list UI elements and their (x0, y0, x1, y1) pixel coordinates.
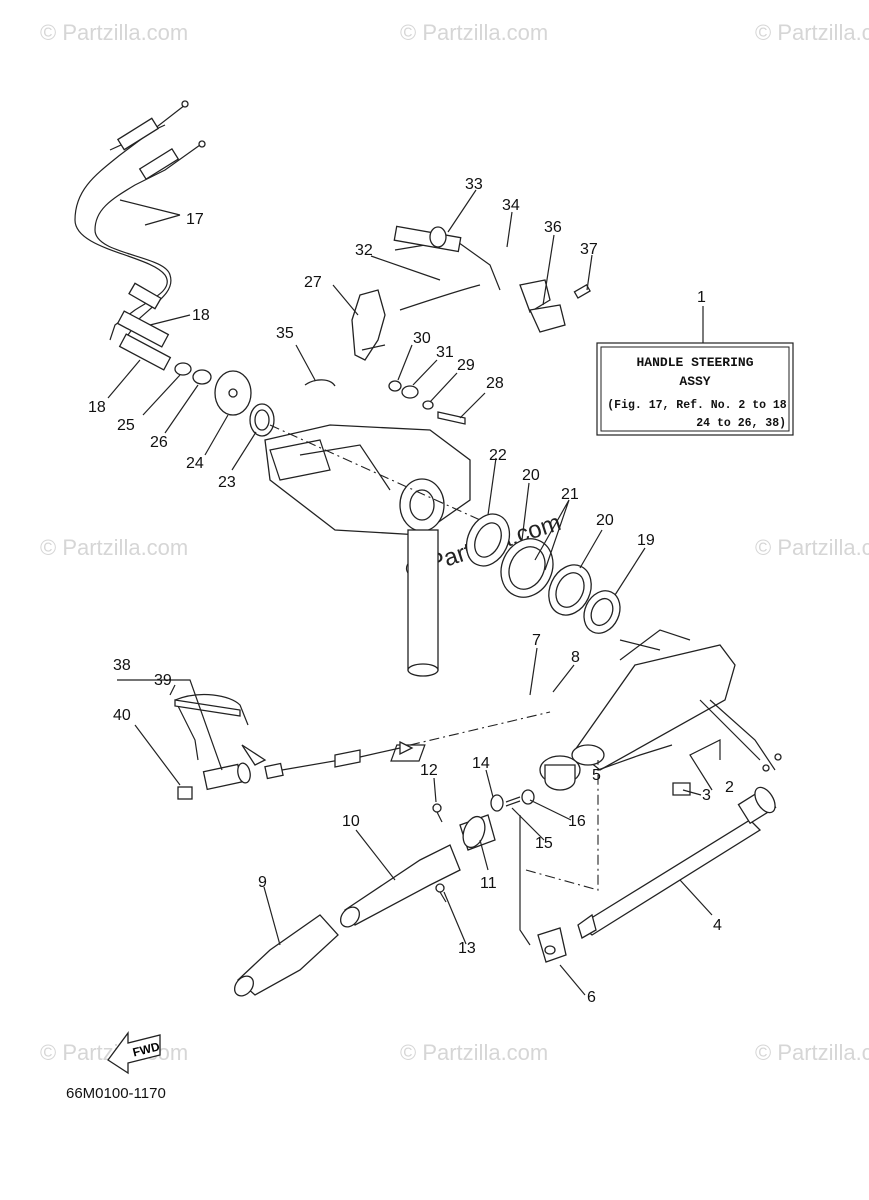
callout-14: 14 (472, 755, 490, 772)
callout-16: 16 (568, 813, 586, 830)
callout-19: 19 (637, 532, 655, 549)
callout-4: 4 (713, 917, 722, 934)
callout-26: 26 (150, 434, 168, 451)
callout-29: 29 (457, 357, 475, 374)
fwd-label: FWD (131, 1039, 161, 1059)
watermark: © Partzilla.com (755, 535, 869, 560)
watermark: © Partzilla.com (40, 20, 188, 45)
box-note-1: (Fig. 17, Ref. No. 2 to 18 (607, 399, 787, 412)
callout-18b: 18 (88, 399, 106, 416)
callout-9: 9 (258, 874, 267, 891)
watermarks: © Partzilla.com © Partzilla.com © Partzi… (40, 20, 869, 1065)
shift-linkage (304, 225, 591, 425)
throttle-shaft (525, 760, 777, 963)
callout-5: 5 (592, 767, 601, 784)
assembly-info-box: HANDLE STEERING ASSY (Fig. 17, Ref. No. … (596, 342, 794, 436)
callout-1: 1 (697, 289, 706, 306)
callout-34: 34 (502, 197, 520, 214)
grommet-parts (174, 362, 275, 437)
washer-stack (465, 513, 621, 634)
callout-31: 31 (436, 344, 454, 361)
callout-3: 3 (702, 787, 711, 804)
callout-32: 32 (355, 242, 373, 259)
callout-13: 13 (458, 940, 476, 957)
callout-11: 11 (480, 875, 497, 892)
callout-24: 24 (186, 455, 204, 472)
callout-8: 8 (571, 649, 580, 666)
callout-37: 37 (580, 241, 598, 258)
callout-21: 21 (561, 486, 579, 503)
callout-22: 22 (489, 447, 507, 464)
fwd-arrow: FWD (107, 1031, 161, 1075)
callout-20a: 20 (522, 467, 540, 484)
callout-38: 38 (113, 657, 131, 674)
callout-15: 15 (535, 835, 553, 852)
callout-39: 39 (154, 672, 172, 689)
diagram-code: 66M0100-1170 (66, 1085, 166, 1102)
watermark: © Partzilla.com (755, 20, 869, 45)
callout-2: 2 (725, 779, 734, 796)
callout-23: 23 (218, 474, 236, 491)
callout-30: 30 (413, 330, 431, 347)
callout-12: 12 (420, 762, 438, 779)
callout-18a: 18 (192, 307, 210, 324)
callout-36: 36 (544, 219, 562, 236)
throttle-grip-parts (233, 789, 535, 997)
watermark: © Partzilla.com (40, 535, 188, 560)
watermark: © Partzilla.com (400, 20, 548, 45)
callout-20b: 20 (596, 512, 614, 529)
throttle-cables (74, 100, 206, 371)
callout-7: 7 (532, 632, 541, 649)
callout-6: 6 (587, 989, 596, 1006)
steering-bracket (264, 424, 481, 677)
callout-28: 28 (486, 375, 504, 392)
callout-40: 40 (113, 707, 131, 724)
callout-35: 35 (276, 325, 294, 342)
watermark: © Partzilla.com (400, 1040, 548, 1065)
callout-27: 27 (304, 274, 322, 291)
callout-17: 17 (186, 211, 204, 228)
watermark: © Partzilla.com (755, 1040, 869, 1065)
steering-handle (390, 629, 782, 796)
stop-switch-assy (174, 694, 551, 800)
box-subtitle: ASSY (679, 374, 710, 389)
leader-lines (107, 189, 721, 996)
box-note-2: 24 to 26, 38) (696, 417, 786, 430)
callout-25: 25 (117, 417, 135, 434)
callout-labels: 1 2 3 4 5 6 7 8 9 10 11 12 13 14 15 16 1… (88, 176, 734, 1006)
box-title: HANDLE STEERING (636, 355, 753, 370)
callout-10: 10 (342, 813, 360, 830)
callout-33: 33 (465, 176, 483, 193)
